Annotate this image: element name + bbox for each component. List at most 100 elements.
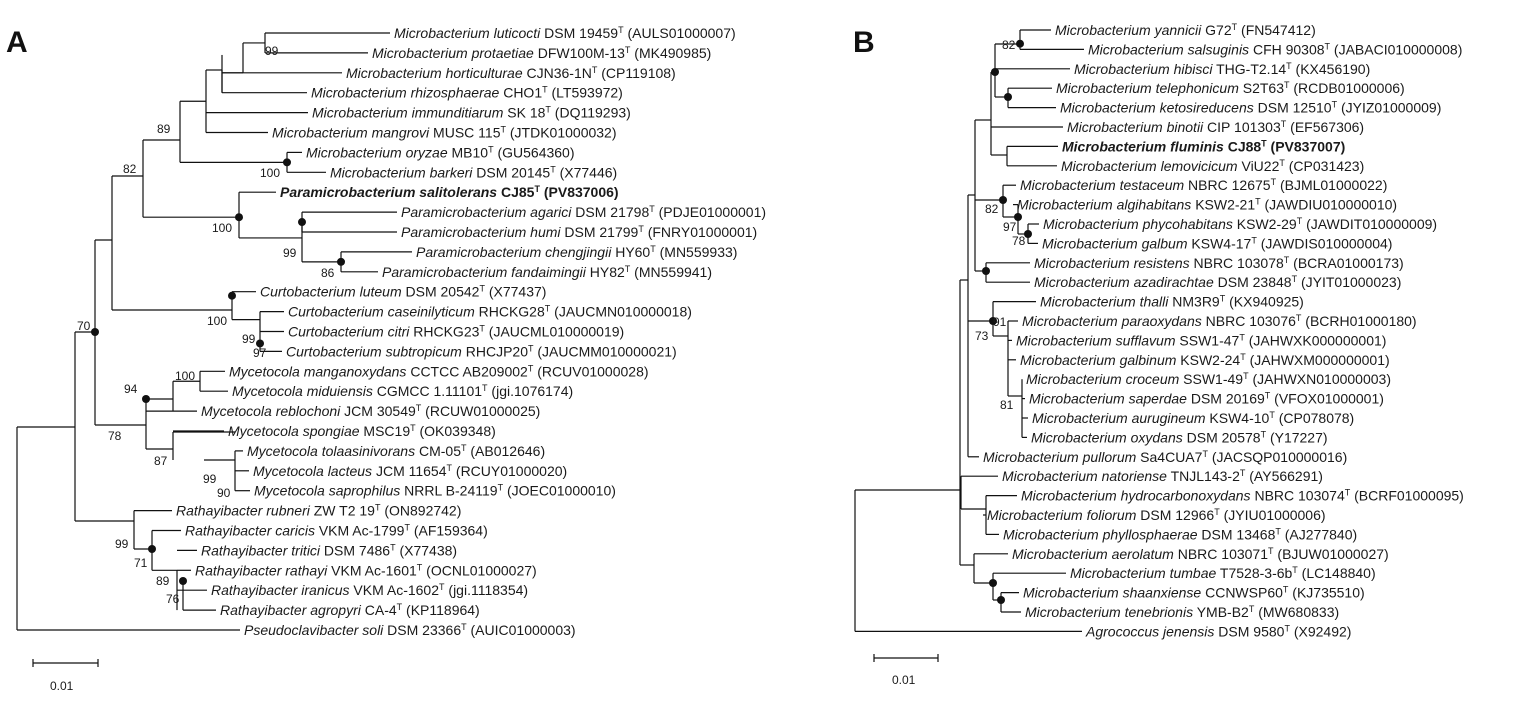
node-marker [228,291,236,300]
type-strain-mark: T [1284,255,1290,265]
type-strain-mark: T [1281,119,1287,129]
taxon-label: Microbacterium azadirachtae DSM 23848T (… [1034,274,1401,290]
taxon-strain: YMB-B2 [1193,604,1249,620]
taxon-label: Microbacterium paraoxydans NBRC 103076T … [1022,313,1417,329]
taxon-species-name: Paramicrobacterium agarici [401,204,572,220]
taxon-label: Microbacterium mangrovi MUSC 115T (JTDK0… [272,125,617,141]
bootstrap-value: 82 [123,162,137,176]
taxon-label: Microbacterium oxydans DSM 20578T (Y1722… [1031,429,1328,445]
taxon-label: Microbacterium ketosireducens DSM 12510T… [1060,100,1441,116]
taxon-accession: (CP119108) [597,65,675,81]
taxon-accession: (EF567306) [1286,119,1364,135]
taxon-strain: SK 18 [503,105,545,121]
taxon-label: Microbacterium hibisci THG-T2.14T (KX456… [1074,61,1370,77]
taxon-accession: (JAWDIU010000010) [1261,197,1397,213]
taxon-strain: CM-05 [415,443,461,459]
taxon-strain: S2T63 [1239,80,1284,96]
taxon-strain: DSM 20145 [472,164,550,180]
type-strain-mark: T [1240,352,1246,362]
taxon-accession: (AB012646) [467,443,546,459]
taxon-species-name: Mycetocola lacteus [253,463,372,479]
taxon-accession: (JAWDIS010000004) [1257,235,1393,251]
taxon-accession: (PV837006) [540,184,619,200]
taxon-species-name: Microbacterium oxydans [1031,429,1183,445]
taxon-accession: (PV837007) [1267,138,1346,154]
taxon-species-name: Mycetocola reblochoni [201,403,341,419]
taxon-strain: JCM 11654 [372,463,447,479]
taxon-label: Microbacterium galbum KSW4-17T (JAWDIS01… [1042,235,1392,251]
taxon-accession: (X77437) [485,284,546,300]
taxon-accession: (RCDB01000006) [1290,80,1405,96]
taxon-species-name: Paramicrobacterium chengjingii [416,244,612,260]
taxon-species-name: Microbacterium lemovicicum [1061,158,1238,174]
taxon-accession: (jgi.1118354) [445,582,529,598]
taxon-label: Microbacterium tumbae T7528-3-6bT (LC148… [1070,565,1376,581]
taxon-strain: DSM 23366 [383,622,461,638]
taxon-strain: KSW4-10 [1206,410,1270,426]
taxon-label: Paramicrobacterium humi DSM 21799T (FNRY… [401,224,757,240]
taxon-accession: (JTDK01000032) [506,125,617,141]
type-strain-mark: T [410,423,416,433]
taxon-species-name: Rathayibacter rubneri [176,503,311,519]
taxon-species-name: Microbacterium sufflavum [1016,332,1176,348]
type-strain-mark: T [1268,546,1274,556]
taxon-strain: ViU22 [1238,158,1280,174]
taxon-strain: CIP 101303 [1203,119,1281,135]
taxon-accession: (JYIZ01000009) [1337,100,1441,116]
type-strain-mark: T [1239,332,1245,342]
bootstrap-value: 99 [115,537,129,551]
taxon-label: Microbacterium algihabitans KSW2-21T (JA… [1017,197,1397,213]
taxon-species-name: Microbacterium rhizosphaerae [311,85,500,101]
taxon-accession: (KX940925) [1225,294,1304,310]
taxon-label: Microbacterium phyllosphaerae DSM 13468T… [1003,526,1357,542]
taxon-accession: (MN559941) [630,264,712,280]
bootstrap-value: 99 [242,332,256,346]
type-strain-mark: T [498,483,504,493]
taxon-label: Paramicrobacterium salitolerans CJ85T (P… [280,184,619,200]
taxon-strain: SSW1-47 [1176,332,1240,348]
taxon-accession: (JABACI010000008) [1330,41,1462,57]
taxon-strain: NBRC 103071 [1174,546,1268,562]
taxon-label: Paramicrobacterium chengjingii HY60T (MN… [416,244,737,260]
type-strain-mark: T [1214,507,1220,517]
taxon-label: Mycetocola spongiae MSC19T (OK039348) [228,423,496,439]
type-strain-mark: T [1261,429,1267,439]
taxon-strain: KSW4-17 [1188,235,1252,251]
taxon-label: Microbacterium salsuginis CFH 90308T (JA… [1088,41,1462,57]
taxon-strain: RHCKG23 [409,324,479,340]
taxon-accession: (X77438) [396,542,457,558]
type-strain-mark: T [649,204,655,214]
taxon-species-name: Rathayibacter agropyri [220,602,362,618]
type-strain-mark: T [1297,216,1303,226]
taxon-species-name: Microbacterium paraoxydans [1022,313,1202,329]
taxon-species-name: Microbacterium barkeri [330,164,473,180]
type-strain-mark: T [482,383,488,393]
taxon-species-name: Microbacterium testaceum [1020,177,1185,193]
taxon-species-name: Microbacterium immunditiarum [312,105,504,121]
taxon-accession: (AF159364) [410,523,488,539]
taxon-accession: (AY566291) [1245,468,1323,484]
taxon-accession: (AUIC01000003) [467,622,576,638]
type-strain-mark: T [1220,294,1226,304]
taxon-strain: DSM 21798 [571,204,649,220]
taxon-strain: NBRC 103074 [1251,488,1345,504]
taxon-species-name: Microbacterium mangrovi [272,125,430,141]
type-strain-mark: T [1251,235,1257,245]
taxon-accession: (DQ119293) [551,105,631,121]
type-strain-mark: T [1284,623,1290,633]
taxon-label: Microbacterium aerolatum NBRC 103071T (B… [1012,546,1389,562]
type-strain-mark: T [1275,526,1281,536]
taxon-species-name: Mycetocola spongiae [228,423,360,439]
taxon-accession: (BJML01000022) [1276,177,1387,193]
taxon-strain: DSM 20169 [1187,391,1265,407]
taxon-species-name: Pseudoclavibacter soli [244,622,384,638]
taxon-accession: (PDJE01000001) [655,204,766,220]
taxon-accession: (JOEC01000010) [503,483,616,499]
taxon-label: Agrococcus jenensis DSM 9580T (X92492) [1085,623,1351,639]
taxon-strain: SSW1-49 [1179,371,1243,387]
taxon-label: Microbacterium testaceum NBRC 12675T (BJ… [1020,177,1387,193]
taxon-label: Rathayibacter caricis VKM Ac-1799T (AF15… [185,523,488,539]
taxon-strain: DSM 13468 [1198,526,1276,542]
panel-label: B [853,26,875,59]
taxon-species-name: Microbacterium resistens [1034,255,1190,271]
